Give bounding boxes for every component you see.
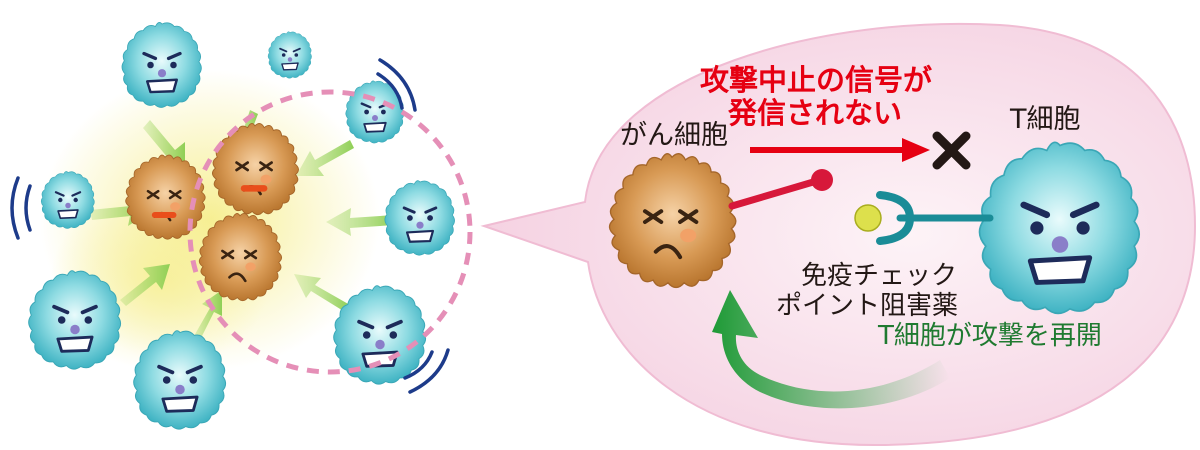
cancer-cell-label: がん細胞 (620, 120, 728, 151)
drug-label-line1: 免疫チェック (801, 261, 958, 291)
right-arrow-icon (750, 138, 930, 162)
t-cell-left-5 (383, 179, 456, 257)
zoom-circle (187, 89, 473, 375)
drug-label-line2: ポイント阻害薬 (776, 290, 959, 321)
t-cell-receptor (854, 191, 994, 245)
t-cell-left-1 (120, 20, 204, 110)
left-scene (10, 20, 473, 432)
signal-label-line1: 攻撃中止の信号が (700, 63, 933, 97)
t-cell-label: T細胞 (1010, 104, 1081, 135)
t-cell-left-6 (26, 268, 123, 372)
drug-molecule (854, 204, 882, 232)
t-cell-left-2 (267, 30, 313, 80)
checkpoint-inhibitor-label: 免疫チェック ポイント阻害薬 (776, 261, 958, 322)
signal-blocked-label: 攻撃中止の信号が 発信されない (700, 63, 933, 131)
cancer-ligand (728, 169, 833, 210)
cross-icon (932, 131, 971, 170)
zoom-bubble (480, 22, 1197, 447)
shake-marks (10, 58, 450, 394)
curved-arrow-icon (712, 290, 950, 409)
t-cell-resumes-label: T細胞が攻撃を再開 (878, 321, 1102, 351)
signal-label-line2: 発信されない (728, 96, 903, 131)
